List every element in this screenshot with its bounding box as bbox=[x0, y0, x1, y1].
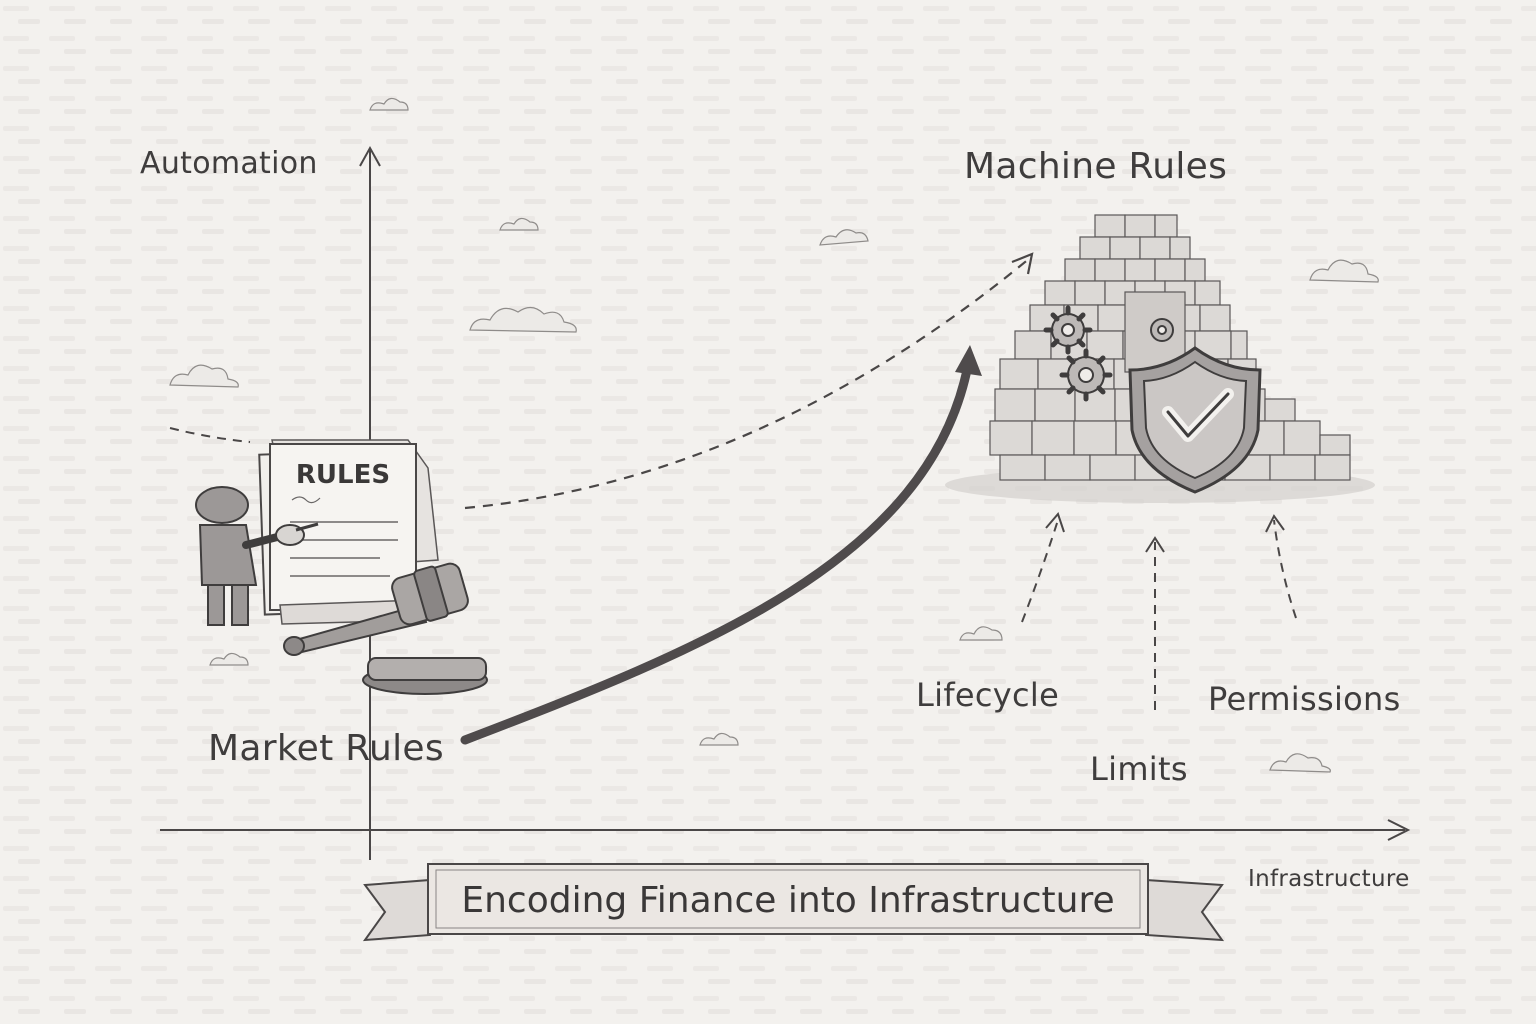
banner-title: Encoding Finance into Infrastructure bbox=[430, 870, 1146, 930]
rules-document-label: RULES bbox=[296, 460, 390, 490]
input-limits-label: Limits bbox=[1090, 750, 1188, 788]
machine-rules-caption: Machine Rules bbox=[964, 146, 1227, 187]
input-lifecycle-label: Lifecycle bbox=[916, 676, 1059, 714]
y-axis-label: Automation bbox=[140, 146, 318, 181]
input-permissions-label: Permissions bbox=[1208, 680, 1401, 718]
x-axis-label: Infrastructure bbox=[1248, 866, 1410, 892]
market-rules-caption: Market Rules bbox=[208, 728, 444, 769]
